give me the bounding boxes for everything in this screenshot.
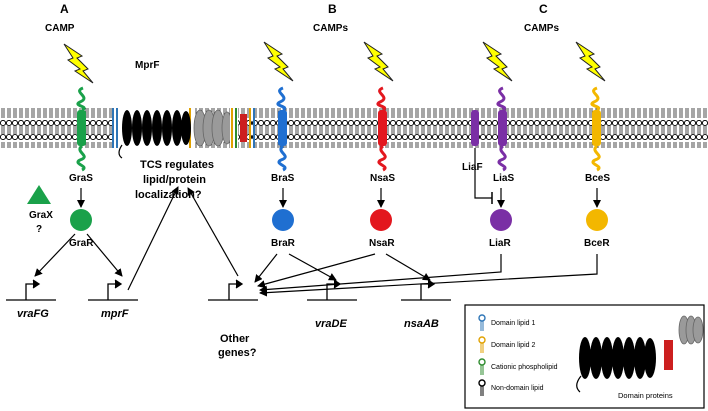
legend-label-3: Cationic phospholipid	[491, 364, 558, 371]
mprf-complex: MprF	[112, 60, 255, 159]
regulation-arrows	[34, 186, 598, 297]
lias-label: LiaS	[493, 173, 514, 184]
bcer-label: BceR	[584, 238, 610, 249]
gene-vrade: vraDE	[315, 318, 347, 330]
mprf-protein-label: MprF	[135, 60, 159, 71]
grax-triangle	[27, 185, 51, 204]
panel-b-letter: B	[328, 2, 337, 16]
liaf-inhibition-line	[474, 148, 492, 199]
panel-a-letter: A	[60, 2, 69, 16]
grar-label: GraR	[69, 238, 94, 249]
gene-promoters	[6, 279, 451, 301]
lightning-bolts	[63, 41, 606, 84]
legend-item-cationic-phospholipid: Cationic phospholipid	[478, 358, 558, 375]
liar-label: LiaR	[489, 238, 511, 249]
legend-label-1: Domain lipid 1	[491, 320, 535, 327]
lightning-icon	[363, 41, 394, 82]
question-line-1: TCS regulates	[140, 159, 214, 171]
gene-mprf: mprF	[101, 308, 129, 320]
lightning-icon	[263, 41, 294, 82]
question-line-3: localization?	[135, 189, 202, 201]
legend-item-non-domain-lipid: Non-domain lipid	[478, 379, 544, 396]
bcer-circle	[586, 209, 608, 231]
lightning-icon	[482, 41, 513, 82]
legend-item-domain-lipid-2: Domain lipid 2	[478, 336, 535, 353]
legend-label-2: Domain lipid 2	[491, 342, 535, 349]
legend-label-4: Non-domain lipid	[491, 385, 544, 392]
nsas-label: NsaS	[370, 173, 395, 184]
bras-label: BraS	[271, 173, 295, 184]
legend-item-domain-lipid-1: Domain lipid 1	[478, 314, 535, 331]
panel-c-stimulus: CAMPs	[524, 23, 559, 34]
question-line-2: lipid/protein	[143, 174, 206, 186]
nsar-circle	[370, 209, 392, 231]
gene-nsaab: nsaAB	[404, 318, 439, 330]
gene-vrafg: vraFG	[17, 308, 49, 320]
nsar-label: NsaR	[369, 238, 395, 249]
gras-label: GraS	[69, 173, 93, 184]
sensor-nsas	[376, 86, 387, 172]
tcs-question: TCS regulates lipid/protein localization…	[135, 159, 214, 201]
grax-question-mark: ?	[36, 224, 42, 235]
grax-label: GraX	[29, 210, 53, 221]
panel-a-stimulus: CAMP	[45, 23, 75, 34]
bces-label: BceS	[585, 173, 610, 184]
legend-domain-proteins-graphic	[576, 315, 704, 393]
brar-circle	[272, 209, 294, 231]
membrane-liaf	[471, 110, 479, 146]
sensor-bras	[276, 86, 287, 172]
membrane-bilayer	[0, 108, 708, 148]
gene-other-line-1: Other	[220, 333, 250, 345]
legend: Domain lipid 1 Domain lipid 2 Cationic p…	[464, 304, 705, 409]
panel-b-stimulus: CAMPs	[313, 23, 348, 34]
lightning-icon	[575, 41, 606, 82]
legend-domain-proteins-label: Domain proteins	[618, 391, 673, 400]
panel-c-letter: C	[539, 2, 548, 16]
liar-circle	[490, 209, 512, 231]
sensor-gras	[76, 86, 86, 172]
gene-other-line-2: genes?	[218, 347, 257, 359]
grar-circle	[70, 209, 92, 231]
sensor-lias	[496, 86, 507, 172]
sensor-bces	[590, 86, 601, 172]
liaf-label: LiaF	[462, 162, 483, 173]
lightning-icon	[63, 43, 94, 84]
brar-label: BraR	[271, 238, 296, 249]
phosphorelay-arrows	[77, 188, 601, 208]
